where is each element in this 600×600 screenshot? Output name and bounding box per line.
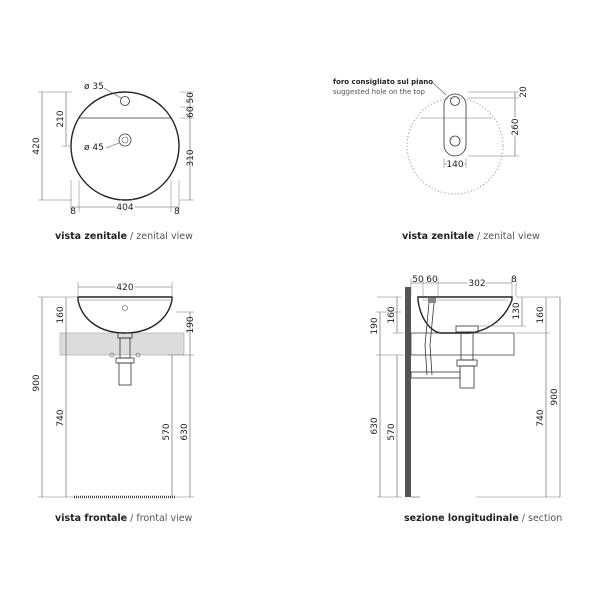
- label-130: 130: [512, 302, 522, 319]
- view-zenital-right: foro consigliato sul piano suggested hol…: [333, 78, 540, 242]
- label-140: 140: [446, 160, 463, 170]
- label-740: 740: [536, 409, 546, 426]
- label-630: 630: [370, 417, 380, 434]
- view-frontal: 420 900 160 740 190 570 630 vista fronta…: [32, 282, 196, 525]
- leader-large-hole: [105, 142, 120, 149]
- basin-outline-dotted: [406, 97, 504, 195]
- view-zenital-left: ø 35 ø 45 420 210 60 50 310 8 404 8 vist…: [32, 82, 196, 242]
- countertop: [59, 332, 185, 356]
- label-160-right: 160: [536, 306, 546, 323]
- label-630: 630: [180, 423, 190, 440]
- note-leader: [431, 81, 447, 96]
- label-740: 740: [56, 409, 66, 426]
- wall: [405, 287, 411, 497]
- drain-hole: [118, 133, 132, 147]
- label-160-left: 160: [387, 306, 397, 323]
- caption-section: sezione longitudinale / section: [404, 513, 562, 524]
- trap-nut: [456, 359, 478, 367]
- trap-body: [459, 365, 475, 389]
- label-hole-large: ø 45: [84, 143, 104, 153]
- trap-nut: [115, 357, 135, 364]
- overflow-pipe: [424, 302, 430, 376]
- label-190: 190: [370, 317, 380, 334]
- label-6050: 60 50: [186, 92, 196, 118]
- label-420: 420: [116, 283, 133, 293]
- drain-inner: [121, 136, 129, 144]
- label-190: 190: [186, 316, 196, 333]
- drain-hole: [449, 135, 461, 147]
- note-english: suggested hole on the top: [333, 88, 426, 96]
- basin-section: [417, 296, 513, 334]
- tap-hole: [450, 96, 460, 106]
- label-60: 60: [426, 275, 438, 285]
- label-8: 8: [511, 275, 517, 285]
- view-section: 50 60 302 8 190 160 630 570 130 160 740 …: [370, 275, 562, 524]
- caption-frontal: vista frontale / frontal view: [55, 513, 193, 524]
- label-900: 900: [32, 374, 42, 391]
- caption-zenital-right: vista zenitale / zenital view: [402, 231, 540, 242]
- tap-hole-section: [428, 298, 436, 303]
- waste-pipe: [410, 371, 461, 379]
- tap-hole: [120, 96, 130, 106]
- trap-body: [118, 362, 132, 386]
- label-50: 50: [412, 275, 424, 285]
- label-210: 210: [56, 110, 66, 127]
- tap-hole: [122, 305, 128, 311]
- label-260: 260: [511, 118, 521, 135]
- label-570: 570: [387, 423, 397, 440]
- label-302: 302: [468, 279, 485, 289]
- label-570: 570: [162, 423, 172, 440]
- note-italian: foro consigliato sul piano: [333, 78, 433, 86]
- label-8-right: 8: [174, 207, 180, 217]
- suggested-hole-slot: [443, 93, 467, 157]
- basin-front: [77, 296, 173, 334]
- label-420: 420: [32, 137, 42, 154]
- label-310: 310: [186, 149, 196, 166]
- label-404: 404: [116, 203, 133, 213]
- drain-flange: [455, 325, 479, 333]
- label-8-left: 8: [70, 207, 76, 217]
- leader-small-hole: [103, 87, 122, 99]
- label-160: 160: [56, 306, 66, 323]
- label-hole-small: ø 35: [84, 82, 104, 92]
- label-20: 20: [519, 86, 529, 98]
- countertop: [410, 332, 515, 356]
- label-900: 900: [550, 388, 560, 405]
- caption-zenital-left: vista zenitale / zenital view: [55, 231, 193, 242]
